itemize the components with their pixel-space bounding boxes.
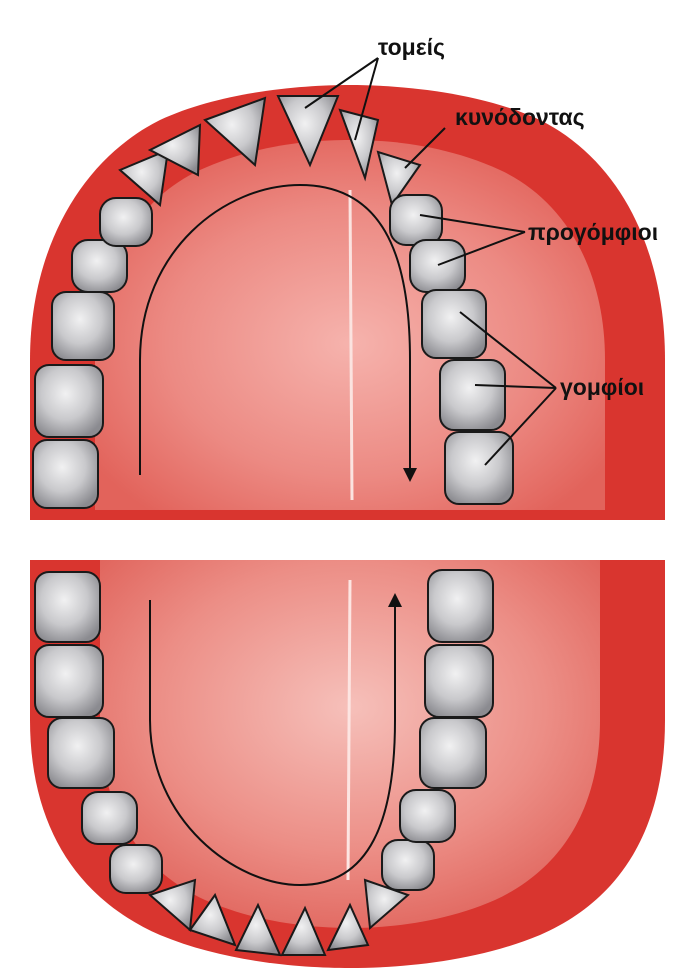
lower-premolar <box>382 840 434 890</box>
upper-molar <box>33 440 98 508</box>
upper-premolar <box>100 198 152 246</box>
label-premolars: προγόμφιοι <box>528 219 658 245</box>
upper-premolar <box>72 240 127 292</box>
tongue-midline <box>348 580 350 880</box>
label-canine: κυνόδοντας <box>455 104 585 130</box>
lower-premolar <box>400 790 455 842</box>
lower-jaw <box>30 560 665 968</box>
lower-molar <box>428 570 493 642</box>
lower-molar <box>425 645 493 717</box>
lower-molar <box>420 718 486 788</box>
upper-molar <box>52 292 114 360</box>
upper-premolar <box>390 195 442 245</box>
palatal-raphe <box>350 190 352 500</box>
lower-molar <box>35 645 103 717</box>
label-incisors: τομείς <box>378 34 445 60</box>
upper-molar <box>440 360 505 430</box>
upper-premolar <box>410 240 465 292</box>
lower-molar <box>35 572 100 642</box>
lower-molar <box>48 718 114 788</box>
upper-jaw <box>30 85 665 520</box>
lower-premolar <box>82 792 137 844</box>
upper-molar <box>35 365 103 437</box>
lower-premolar <box>110 845 162 893</box>
upper-molar <box>445 432 513 504</box>
label-molars: γομφίοι <box>560 374 644 400</box>
